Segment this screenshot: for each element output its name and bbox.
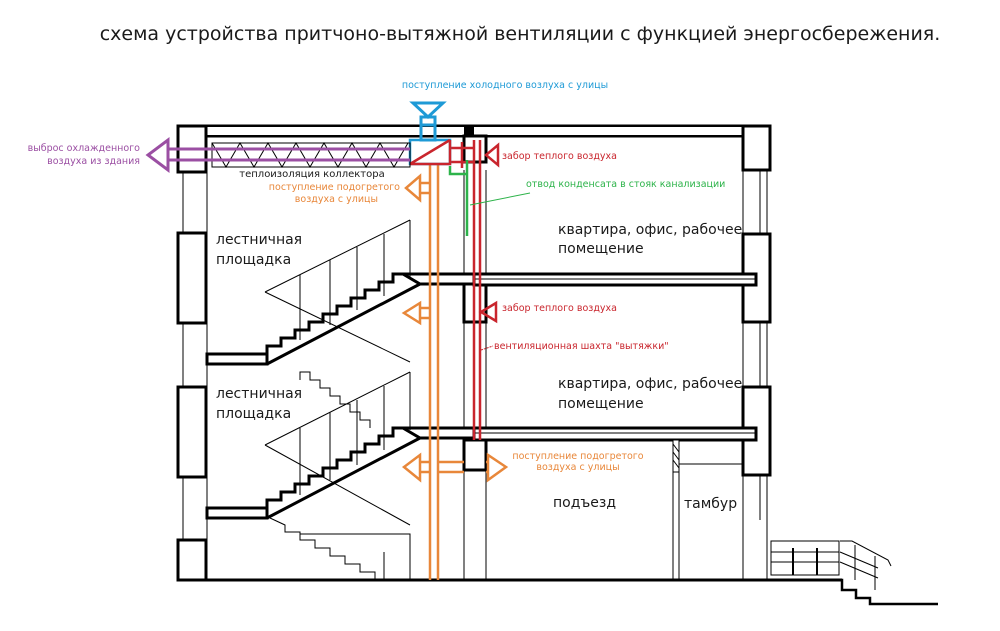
label-discharge-2: воздуха из здания xyxy=(47,156,140,167)
railing-bottom xyxy=(300,533,411,580)
exhaust-intake-mid xyxy=(478,300,498,324)
heat-exchanger-red-side xyxy=(409,138,452,166)
exhaust-connector-top xyxy=(450,142,474,168)
railing-lower xyxy=(264,371,411,526)
room-vestibule: тамбур xyxy=(684,496,737,512)
stair-back-flight-1 xyxy=(299,371,371,428)
room-stair-landing-bottom-2: площадка xyxy=(216,406,291,422)
label-outside-air: поступление холодного возлуха с улицы xyxy=(402,80,608,91)
hatch-line xyxy=(672,451,680,461)
label-condensate: отвод конденсата в стояк канализации xyxy=(526,179,725,190)
diagram-title: схема устройства притчоно-вытяжной венти… xyxy=(100,23,941,45)
exhaust-intake-top xyxy=(484,142,500,168)
room-office-mid-2: помещение xyxy=(558,396,644,412)
heat-recovery-unit xyxy=(408,101,452,166)
shaft-block-bottom xyxy=(462,438,488,472)
stair-flight-upper-soffit xyxy=(266,282,421,366)
room-office-top-2: помещение xyxy=(558,241,644,257)
exhaust-leader xyxy=(480,345,494,351)
shaft-cap xyxy=(464,126,474,136)
discharge-arrow xyxy=(145,137,170,173)
supply-arrow-bottom-right xyxy=(486,452,509,483)
room-entrance: подъезд xyxy=(553,495,616,511)
discharge-duct xyxy=(145,137,411,173)
label-collector-insulation: теплоизоляция коллектора xyxy=(239,169,384,180)
room-office-mid-1: квартира, офис, рабочее xyxy=(558,376,742,392)
outside-air-hood xyxy=(409,101,447,120)
stair-flight-lower-soffit xyxy=(266,436,421,520)
room-stair-landing-top-2: площадка xyxy=(216,252,291,268)
supply-arrow-top xyxy=(404,173,430,203)
hatch-line xyxy=(672,459,680,469)
supply-arrow-mid xyxy=(401,300,430,326)
label-supply-bottom-2: воздуха с улицы xyxy=(536,462,619,473)
supply-arrow-bottom-left xyxy=(401,452,430,483)
handrail xyxy=(839,540,892,590)
stair-back-flight-2 xyxy=(269,517,376,580)
condensate-drain xyxy=(448,160,531,236)
exterior-steps xyxy=(770,578,938,606)
supply-air-ducts xyxy=(401,163,509,580)
condensate-leader xyxy=(469,192,531,206)
label-warm-intake-top: забор теплого воздуха xyxy=(502,151,617,162)
stair-flight-upper xyxy=(265,272,403,354)
stair-flight-lower xyxy=(265,426,403,508)
entrance-railing xyxy=(770,540,840,576)
entrance-steps xyxy=(770,540,938,606)
label-exhaust-shaft: вентиляционная шахта "вытяжки" xyxy=(494,341,669,352)
label-supply-top-1: поступление подогретого xyxy=(269,182,400,193)
left-wall-pier-2 xyxy=(176,231,208,325)
label-warm-intake-mid: забор теплого воздуха xyxy=(502,303,617,314)
railing-upper xyxy=(264,219,411,363)
collector-insulation xyxy=(211,142,411,168)
stair-landing-left-2 xyxy=(205,506,269,520)
room-office-top-1: квартира, офис, рабочее xyxy=(558,222,742,238)
hatch-line xyxy=(672,443,680,453)
left-wall-pier-4 xyxy=(176,538,208,582)
left-wall-pier-3 xyxy=(176,385,208,479)
condensate-pipe-h xyxy=(448,166,466,176)
label-supply-top-2: воздуха с улицы xyxy=(295,194,378,205)
room-stair-landing-top-1: лестничная xyxy=(216,232,302,248)
label-supply-bottom-1: поступление подогретого xyxy=(512,451,643,462)
floor-slab-1 xyxy=(472,426,758,442)
insulation-zigzag xyxy=(211,142,409,168)
right-wall-pier-1 xyxy=(741,124,772,172)
exhaust-shaft xyxy=(450,140,500,440)
room-stair-landing-bottom-1: лестничная xyxy=(216,386,302,402)
label-discharge-1: выброс охлажденного xyxy=(28,143,141,154)
staircase xyxy=(264,219,421,580)
stair-landing-left-1 xyxy=(205,352,269,366)
